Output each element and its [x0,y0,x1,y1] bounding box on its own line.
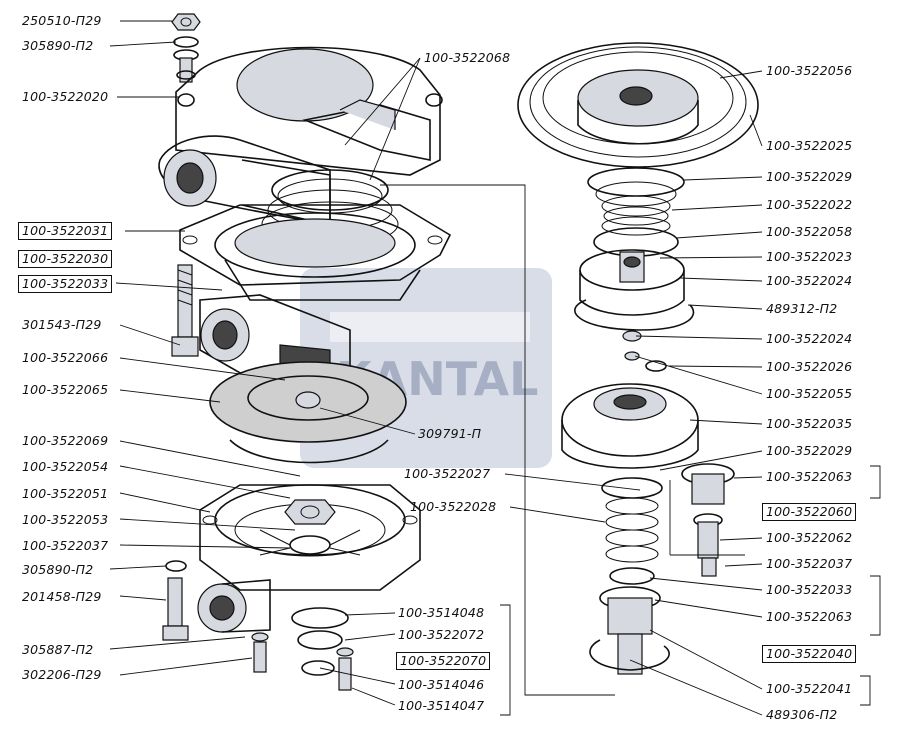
label-305890-p2-top: 305890-П2 [22,38,94,53]
lower-port [197,579,271,633]
label-100-3522060: 100-3522060 [762,503,857,521]
label-100-3522055: 100-3522055 [766,386,853,401]
label-100-3522020: 100-3522020 [22,89,109,104]
label-305887-p2: 305887-П2 [22,642,94,657]
label-201458-p29: 201458-П29 [22,589,102,604]
label-100-3522051: 100-3522051 [22,486,109,501]
bolt-201458 [162,560,189,641]
label-100-3522022: 100-3522022 [766,197,853,212]
label-100-3522027: 100-3522027 [404,466,491,481]
label-100-3522031: 100-3522031 [18,222,113,240]
upper-spring-stack [587,167,685,257]
label-100-3522062: 100-3522062 [766,530,853,545]
label-100-3522066: 100-3522066 [22,350,109,365]
valve-stem [589,586,670,675]
label-100-3522035: 100-3522035 [766,416,853,431]
label-100-3522029-bottom: 100-3522029 [766,443,853,458]
label-100-3522054: 100-3522054 [22,459,109,474]
lower-housing [199,484,421,591]
label-301543-p29: 301543-П29 [22,317,102,332]
label-100-3522058: 100-3522058 [766,224,853,239]
label-302206-p29: 302206-П29 [22,667,102,682]
label-100-3522063-top: 100-3522063 [766,469,853,484]
label-100-3522070: 100-3522070 [396,652,491,670]
label-100-3522056: 100-3522056 [766,63,853,78]
label-100-3522030: 100-3522030 [18,250,113,268]
label-100-3522024-top: 100-3522024 [766,273,853,288]
label-250510-p29: 250510-П29 [22,13,102,28]
label-100-3522024-bottom: 100-3522024 [766,331,853,346]
label-100-3522033-right: 100-3522033 [766,582,853,597]
lower-spring [601,477,663,585]
label-100-3514046: 100-3514046 [398,677,485,692]
label-489306-p2: 489306-П2 [766,707,838,722]
label-100-3522029-top: 100-3522029 [766,169,853,184]
bolt-301543 [171,264,199,357]
label-100-3522037-right: 100-3522037 [766,556,853,571]
label-100-3514047: 100-3514047 [398,698,485,713]
upper-housing [158,46,443,227]
leader-lines [109,20,881,716]
label-100-3522026: 100-3522026 [766,359,853,374]
label-100-3522068: 100-3522068 [424,50,511,65]
top-cover-disc [517,42,759,168]
label-100-3522037-left: 100-3522037 [22,538,109,553]
label-100-3522065: 100-3522065 [22,382,109,397]
nut-washers-top [171,13,201,83]
label-100-3514048: 100-3514048 [398,605,485,620]
diaphragm-disc [209,361,407,464]
label-100-3522063-bottom: 100-3522063 [766,609,853,624]
piston-assembly [574,249,695,372]
label-100-3522023: 100-3522023 [766,249,853,264]
label-489312-p2: 489312-П2 [766,301,838,316]
label-100-3522041: 100-3522041 [766,681,853,696]
side-valve-parts [681,463,735,577]
middle-flange [179,204,452,301]
label-100-3522033-left: 100-3522033 [18,275,113,293]
label-309791-p: 309791-П [418,426,482,441]
label-100-3522028: 100-3522028 [410,499,497,514]
label-100-3522040: 100-3522040 [762,645,857,663]
bottom-small-parts [251,607,354,691]
label-100-3522053: 100-3522053 [22,512,109,527]
lower-disc-housing [561,383,699,469]
label-100-3522072: 100-3522072 [398,627,485,642]
label-100-3522025: 100-3522025 [766,138,853,153]
label-100-3522069: 100-3522069 [22,433,109,448]
label-305890-p2-bottom: 305890-П2 [22,562,94,577]
